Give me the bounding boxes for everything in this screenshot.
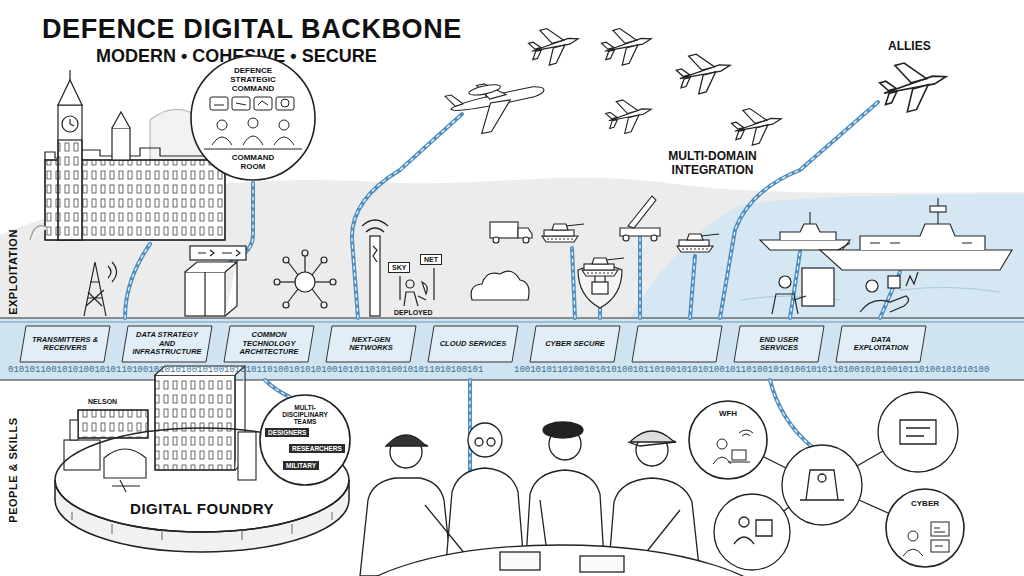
- sign-board: SKY: [388, 262, 410, 273]
- node-text: SKY: [392, 264, 406, 271]
- backbone-tab: CYBER SECURE: [530, 326, 620, 362]
- node-text: DEFENCE STRATEGIC COMMAND: [221, 67, 285, 93]
- node-text: COMMAND ROOM: [227, 154, 279, 172]
- node-text: DESIGNERS: [268, 429, 306, 436]
- node-text: DATA EXPLOITATION: [846, 336, 916, 353]
- backbone-tab: TRANSMITTERS & RECEIVERS: [20, 326, 110, 362]
- backbone-tab: DATA EXPLOITATION: [836, 326, 926, 362]
- node-text: DIGITAL FOUNDRY: [127, 500, 277, 517]
- node-text: CYBER SECURE: [545, 340, 605, 348]
- command-circle: DEFENCE STRATEGIC COMMAND COMMAND ROOM: [190, 55, 316, 181]
- node-text: CLOUD SERVICES: [440, 340, 507, 348]
- binary-stream: 1001010110100101010100101101001010101001…: [514, 366, 989, 376]
- team-circle: MULTI-DISCIPLINARY TEAMS DESIGNERS RESEARC…: [259, 394, 351, 486]
- diagram-title: DEFENCE DIGITAL BACKBONE: [42, 14, 462, 45]
- node-text: RESEARCHERS: [292, 445, 342, 452]
- node-text: WFH: [719, 409, 737, 418]
- role-tag: MILITARY: [283, 461, 319, 470]
- role-tag: RESEARCHERS: [289, 444, 345, 453]
- backbone-tab: END USER SERVICES: [734, 326, 824, 362]
- vertical-label: EXPLOITATION: [7, 229, 19, 315]
- node-text: DATA STRATEGY AND INFRASTRUCTURE: [132, 331, 202, 356]
- node-text: MILITARY: [286, 462, 316, 469]
- binary-stream: 0101011001010100101011010010101010010100…: [8, 366, 483, 376]
- theme-circle: WFH: [688, 400, 768, 480]
- node-text: MULTI-DISCIPLINARY TEAMS: [276, 404, 334, 425]
- node-text: NET: [424, 256, 438, 263]
- node-text: TRANSMITTERS & RECEIVERS: [30, 336, 100, 353]
- node-text: END USER SERVICES: [744, 336, 814, 353]
- vertical-label: PEOPLE & SKILLS: [7, 417, 19, 522]
- sign-board: NET: [420, 254, 442, 265]
- region-label: ALLIES: [888, 40, 931, 53]
- backbone-tab: CLOUD SERVICES: [428, 326, 518, 362]
- backbone-tab: DATA STRATEGY AND INFRASTRUCTURE: [122, 326, 212, 362]
- theme-circle: CYBER: [885, 488, 965, 568]
- node-text: COMMON TECHNOLOGY ARCHITECTURE: [234, 331, 304, 356]
- small-label: NELSON: [88, 398, 117, 406]
- node-text: CYBER: [911, 499, 939, 508]
- role-tag: DESIGNERS: [265, 428, 309, 437]
- small-label: DEPLOYED: [394, 309, 433, 317]
- backbone-tab: COMMON TECHNOLOGY ARCHITECTURE: [224, 326, 314, 362]
- region-label: MULTI-DOMAIN INTEGRATION: [650, 150, 775, 178]
- node-text: NEXT-GEN NETWORKS: [336, 336, 406, 353]
- backbone-tab: NEXT-GEN NETWORKS: [326, 326, 416, 362]
